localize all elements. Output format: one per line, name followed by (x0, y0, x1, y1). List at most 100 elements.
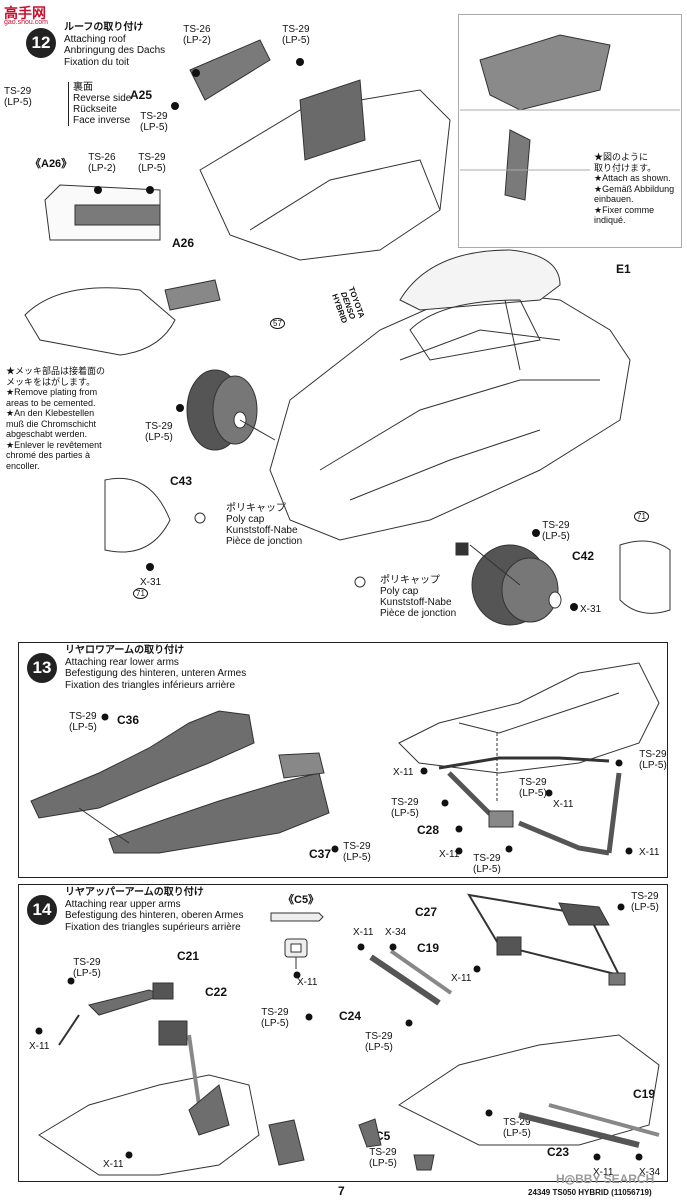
step-12-title-fr: Fixation du toit (64, 56, 130, 68)
paint-lp5-label: (LP-5) (473, 864, 501, 875)
screw-x11-d: X-11 (639, 847, 660, 858)
step-13-title-jp: リヤロワアームの取り付け (65, 645, 185, 656)
paint-ts29-label: TS-29 (365, 1031, 393, 1042)
polycap-line: ポリキャップ (226, 503, 286, 514)
part-a26-label: A26 (172, 236, 195, 250)
site-logo-text: 高手网 (4, 5, 46, 21)
polycap-line: Pièce de jonction (226, 536, 303, 547)
reverse-side-code: (LP-5) (4, 97, 32, 108)
step-13: 13 リヤロワアームの取り付け Attaching rear lower arm… (18, 642, 668, 878)
plating-note: ★メッキ部品は接着面の メッキをはがします。 ★Remove plating f… (6, 366, 105, 471)
plating-note-line: muß die Chromschicht (6, 418, 97, 429)
site-logo-sub: gao.shou.com (4, 19, 48, 26)
attach-note-line: einbauen. (594, 194, 634, 204)
paint-ts29-c21: TS-29 (LP-5) (73, 957, 101, 979)
screw-x34-c23: X-34 (639, 1167, 661, 1178)
screw-x11-c19: X-11 (353, 927, 374, 938)
paint-ts29-arm-c: TS-29 (LP-5) (519, 777, 547, 799)
screw-x11-c: X-11 (553, 799, 574, 810)
paint-lp5-label: (LP-5) (369, 1158, 397, 1169)
paint-lp5-label: (LP-5) (391, 808, 419, 819)
part-c19-label: C19 (417, 941, 440, 955)
polycap-line: Kunststoff-Nabe (380, 597, 452, 608)
paint-lp5-label: (LP-5) (282, 35, 310, 46)
paint-ts29-label: TS-29 (73, 957, 101, 968)
screw-x11-a: X-11 (393, 767, 414, 778)
paint-lp5-label: (LP-5) (542, 531, 570, 542)
step-13-illustration (30, 662, 660, 856)
plating-note-line: ★Remove plating from (6, 387, 98, 397)
decal-57-marker: 57 (270, 318, 285, 329)
decal-71-marker-left: 71 (133, 583, 148, 601)
reverse-side-de: Rückseite (73, 104, 117, 115)
plating-note-line: areas to be cemented. (6, 397, 96, 408)
attach-note-line: ★Fixer comme (594, 204, 655, 215)
paint-ts26-label: TS-26 (183, 24, 211, 35)
polycap-line: Poly cap (226, 514, 265, 525)
part-a26-box-label: 《A26》 (30, 158, 73, 170)
paint-lp5-label: (LP-5) (639, 760, 667, 771)
paint-lp5-label: (LP-5) (503, 1128, 531, 1139)
paint-ts29-a26: TS-29 (LP-5) (138, 152, 166, 174)
paint-ts29-c42: TS-29 (LP-5) (542, 520, 570, 542)
plating-note-line: ★An den Klebestellen (6, 408, 95, 418)
decal-71-marker-right: 71 (634, 506, 649, 524)
screw-x11-b: X-11 (439, 849, 460, 860)
step-12-title-en: Attaching roof (64, 33, 126, 45)
paint-ts29-label: TS-29 (391, 797, 419, 808)
brand-watermark: H◎BBY SEARCH (556, 1172, 655, 1186)
step-14-number: 14 (27, 895, 57, 925)
paint-ts26-label: TS-26 (88, 152, 116, 163)
polycap-label-right: ポリキャップ Poly cap Kunststoff-Nabe Pièce de… (380, 575, 456, 619)
page-number: 7 (338, 1184, 345, 1198)
step-12-number: 12 (26, 28, 56, 58)
paint-ts29-c27: TS-29 (LP-5) (631, 891, 659, 913)
part-c27-label: C27 (415, 905, 438, 919)
paint-ts26-top: TS-26 (LP-2) (183, 24, 211, 46)
step-13-title-fr: Fixation des triangles inférieurs arrièr… (65, 679, 236, 691)
paint-ts29-arm-b: TS-29 (LP-5) (473, 853, 501, 875)
product-code: 24349 TS050 HYBRID (11056719) (528, 1188, 652, 1197)
paint-lp5-label: (LP-5) (365, 1042, 393, 1053)
part-c43-label: C43 (170, 474, 193, 488)
step-12-title-jp: ルーフの取り付け (64, 22, 144, 33)
paint-lp5-label: (LP-5) (145, 432, 173, 443)
screw-x11-c27: X-11 (451, 973, 472, 984)
step-14: 14 リヤアッパーアームの取り付け Attaching rear upper a… (18, 884, 668, 1182)
attach-note-line: ★図のように (594, 152, 649, 162)
polycap-line: ポリキャップ (380, 575, 440, 586)
paint-ts29-c5: TS-29 (LP-5) (369, 1147, 397, 1169)
paint-lp5-label: (LP-5) (261, 1018, 289, 1029)
paint-ts29-label: TS-29 (639, 749, 667, 760)
paint-ts29-label: TS-29 (542, 520, 570, 531)
reverse-side-jp: 裏面 (73, 82, 93, 93)
paint-ts29-label: TS-29 (140, 111, 168, 122)
step-12: 12 ルーフの取り付け Attaching roof Anbringung de… (4, 14, 682, 626)
paint-ts29-label: TS-29 (503, 1117, 531, 1128)
reverse-side-paint: TS-29 (4, 86, 32, 97)
screw-x34-c19: X-34 (385, 927, 407, 938)
part-e1-label: E1 (616, 262, 631, 276)
reverse-side-labels: 裏面 Reverse side Rückseite Face inverse (68, 82, 131, 126)
decal-71-circle: 71 (634, 511, 649, 522)
paint-lp2-label: (LP-2) (183, 35, 211, 46)
step-14-title-de: Befestigung des hinteren, oberen Armes (65, 910, 244, 921)
polycap-line: Pièce de jonction (380, 608, 457, 619)
inset-box-attach (458, 14, 682, 248)
part-c21-label: C21 (177, 949, 200, 963)
step-13-title-en: Attaching rear lower arms (65, 656, 179, 668)
paint-ts29-c37: TS-29 (LP-5) (343, 841, 371, 863)
step-12-illustration (24, 34, 680, 626)
paint-ts29-a25: TS-29 (LP-5) (140, 111, 168, 133)
part-c5-box-label: 《C5》 (283, 894, 320, 906)
paint-ts29-label: TS-29 (282, 24, 310, 35)
step-14-title-en: Attaching rear upper arms (65, 898, 181, 910)
paint-ts29-label: TS-29 (343, 841, 371, 852)
paint-ts29-c36: TS-29 (LP-5) (69, 711, 97, 733)
part-c37-label: C37 (309, 847, 332, 861)
step-13-title: リヤロワアームの取り付け Attaching rear lower arms B… (65, 645, 246, 691)
paint-ts29-label: TS-29 (145, 421, 173, 432)
part-c36-label: C36 (117, 713, 140, 727)
paint-lp5-label: (LP-5) (519, 788, 547, 799)
part-c42-label: C42 (572, 549, 595, 563)
